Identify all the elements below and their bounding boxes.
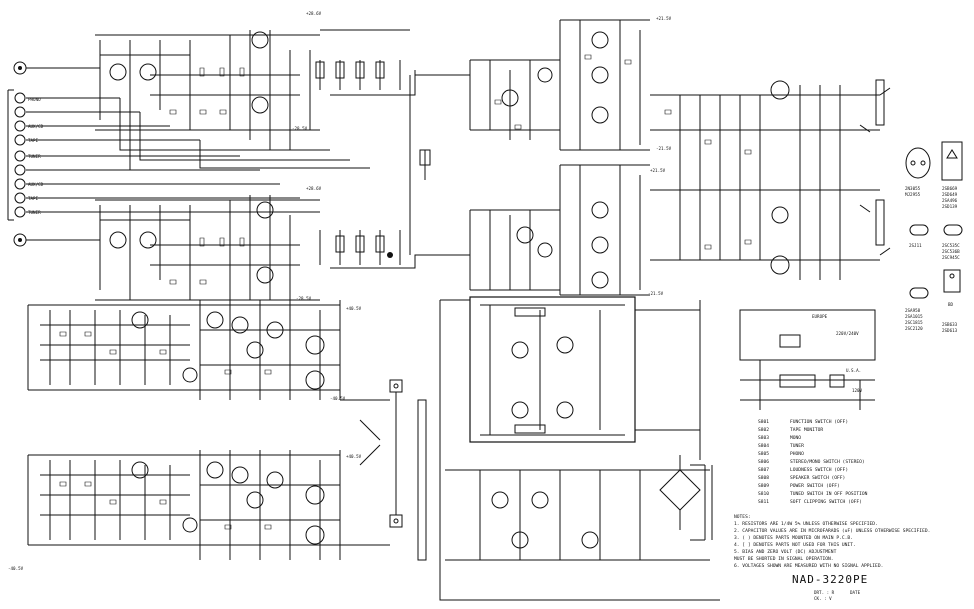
to92-2sc535-icon <box>943 224 963 236</box>
rail-label-11: +40.5V <box>346 454 362 459</box>
switch-desc: POWER SWITCH (OFF) <box>790 483 840 489</box>
rail-label-10: -40.5V <box>330 396 346 401</box>
rail-label-12: -40.5V <box>8 566 24 571</box>
to3-package-icon <box>905 147 931 179</box>
note-line: 6. VOLTAGES SHOWN ARE MEASURED WITH NO S… <box>734 563 883 569</box>
title-block-checked: CK. : V <box>814 596 832 601</box>
switch-desc: LOUDNESS SWITCH (OFF) <box>790 467 848 473</box>
title-block-drawn: DRT. : R <box>814 590 835 595</box>
part-2sc2120: 2SC2120 <box>905 326 923 331</box>
input-jacks <box>7 61 27 247</box>
part-2sc1815: 2SC1815 <box>905 320 923 325</box>
switch-desc: MONO <box>790 435 801 441</box>
switch-ref: S808 <box>758 475 769 481</box>
note-line: 4. [ ] DENOTES PARTS NOT USED FOR THIS U… <box>734 542 856 548</box>
part-bd: BD <box>948 302 954 307</box>
rail-label-8: -21.5V <box>648 291 664 296</box>
switch-desc: FUNCTION SWITCH (OFF) <box>790 419 848 425</box>
tone-section-upper <box>440 19 650 151</box>
part-2sb669: 2SB669 <box>942 186 958 191</box>
part-2sc535c: 2SC535C <box>942 243 960 248</box>
switch-ref: S807 <box>758 467 769 473</box>
part-2sa958: 2SA958 <box>905 308 921 313</box>
rail-label-1: +28.6V <box>306 11 322 16</box>
mains-section <box>739 309 876 410</box>
switch-desc: SOFT CLIPPING SWITCH (OFF) <box>790 499 862 505</box>
rail-label-9: +40.5V <box>346 306 362 311</box>
switch-ref: S805 <box>758 451 769 457</box>
rail-label-7: +21.5V <box>650 168 666 173</box>
title-block-date: DATE <box>850 590 861 595</box>
selector-switch-top <box>315 29 440 96</box>
to92-2sa958-icon <box>909 287 929 299</box>
switch-legend: S801 FUNCTION SWITCH (OFF) S802 TAPE MON… <box>758 419 868 505</box>
mains-us-voltage: 120V <box>852 388 863 393</box>
note-line: 1. RESISTORS ARE 1/4W 5% UNLESS OTHERWIS… <box>734 521 878 527</box>
note-line: NOTES: <box>734 514 751 520</box>
power-amp-lower <box>27 450 341 560</box>
part-2sd613: 2SD613 <box>942 328 958 333</box>
part-2sa1015: 2SA1015 <box>905 314 923 319</box>
part-2sd649: 2SD649 <box>942 192 958 197</box>
note-line: 5. BIAS AND ZERO VOLT (DC) ADJUSTMENT <box>734 549 837 555</box>
part-2n3055: 2N3055 <box>905 186 921 191</box>
switch-ref: S809 <box>758 483 769 489</box>
part-2sd139: 2SD139 <box>942 204 958 209</box>
speaker-terminals <box>340 379 427 561</box>
regulator-section <box>650 79 891 280</box>
part-2sj11: 2SJ11 <box>909 243 922 248</box>
switch-ref: S802 <box>758 427 769 433</box>
switch-ref: S806 <box>758 459 769 465</box>
rail-label-4: -28.5V <box>296 296 312 301</box>
switch-ref: S804 <box>758 443 769 449</box>
switch-ref: S810 <box>758 491 769 497</box>
switch-desc: TUNER <box>790 443 804 449</box>
note-line: 3. ( ) DENOTES PARTS MOUNTED ON MAIN P.C… <box>734 535 853 541</box>
model-title: NAD-3220PE <box>792 573 868 586</box>
switch-ref: S803 <box>758 435 769 441</box>
switch-desc: PHONO <box>790 451 804 457</box>
note-line: MUST BE SHORTED IN SIGNAL OPERATION. <box>734 556 834 562</box>
switch-desc: STEREO/MONO SWITCH (STEREO) <box>790 459 865 465</box>
mains-eu-voltage: 220V/240V <box>836 331 859 336</box>
switch-ref: S801 <box>758 419 769 425</box>
part-mj2955: MJ2955 <box>905 192 921 197</box>
switch-desc: TAPE MONITOR <box>790 427 823 433</box>
part-2sc945c: 2SC945C <box>942 255 960 260</box>
input-section: PHONO AUX/CD TAPE TUNER AUX/CD TAPE TUNE… <box>7 30 370 301</box>
bd-package-icon <box>943 269 961 293</box>
protection-box <box>469 296 636 443</box>
selector-switch-bottom <box>319 230 440 269</box>
power-amp-upper <box>27 300 341 400</box>
rail-label-5: +21.5V <box>656 16 672 21</box>
to92-2sj11-icon <box>909 224 929 236</box>
rail-label-2: -28.5V <box>292 126 308 131</box>
switch-desc: SPEAKER SWITCH (OFF) <box>790 475 845 481</box>
part-2sb633: 2SB633 <box>942 322 958 327</box>
mains-europe: EUROPE <box>812 314 828 319</box>
tone-section-lower <box>440 164 650 296</box>
mains-usa: U.S.A. <box>846 368 861 373</box>
to220-package-icon <box>941 141 963 181</box>
part-2sc536b: 2SC536B <box>942 249 960 254</box>
rail-label-3: +28.6V <box>306 186 322 191</box>
switch-ref: S811 <box>758 499 769 505</box>
note-line: 2. CAPACITOR VALUES ARE IN MICROFARADS (… <box>734 528 930 534</box>
power-supply-lower <box>445 455 713 561</box>
part-2sa496: 2SA496 <box>942 198 958 203</box>
rail-label-6: -21.5V <box>656 146 672 151</box>
notes-block: NOTES: 1. RESISTORS ARE 1/4W 5% UNLESS O… <box>734 514 930 569</box>
input-label-1: PHONO <box>28 97 41 102</box>
switch-desc: TUNED SWITCH IN OFF POSITION <box>790 491 868 497</box>
